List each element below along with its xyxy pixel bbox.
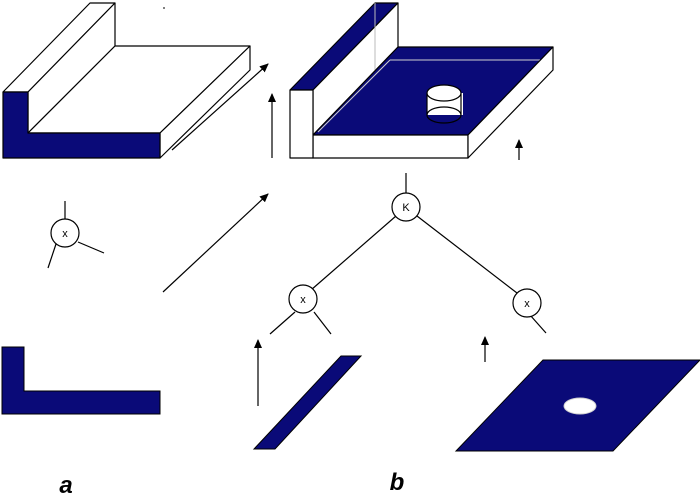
- plate-hole: [563, 397, 597, 415]
- tree-branch-left: [310, 215, 397, 291]
- tree-left-leg-2: [313, 311, 332, 335]
- transfer-arrow: [162, 193, 269, 293]
- extruded-l-solid: [2, 2, 251, 159]
- intersection-node-b1: x: [288, 284, 318, 314]
- slab-end: [467, 46, 554, 159]
- wall-front: [289, 89, 314, 159]
- result-solid: [289, 2, 554, 159]
- slab-front: [312, 134, 469, 159]
- cylinder-hole: [426, 84, 463, 124]
- tree-branch-right: [416, 215, 518, 294]
- panel-label-b: b: [390, 469, 405, 496]
- panel-label-a: a: [59, 472, 72, 499]
- intersection-node-a: x: [47, 201, 105, 269]
- intersection-symbol-b1: x: [300, 294, 306, 306]
- complement-node: K: [391, 192, 421, 222]
- extrusion-arrow: [171, 63, 269, 151]
- l-profile: [1, 346, 161, 415]
- intersection-node-b2: x: [512, 288, 542, 318]
- intersection-symbol-b2: x: [524, 298, 530, 310]
- tree-left-leg-1: [269, 311, 296, 335]
- wall-profile: [252, 355, 363, 450]
- tree-right-leg-1: [529, 314, 547, 334]
- l-front-face: [2, 91, 161, 159]
- complement-symbol: K: [402, 202, 410, 214]
- operation-tree: [269, 173, 547, 335]
- intersection-symbol: x: [62, 228, 68, 240]
